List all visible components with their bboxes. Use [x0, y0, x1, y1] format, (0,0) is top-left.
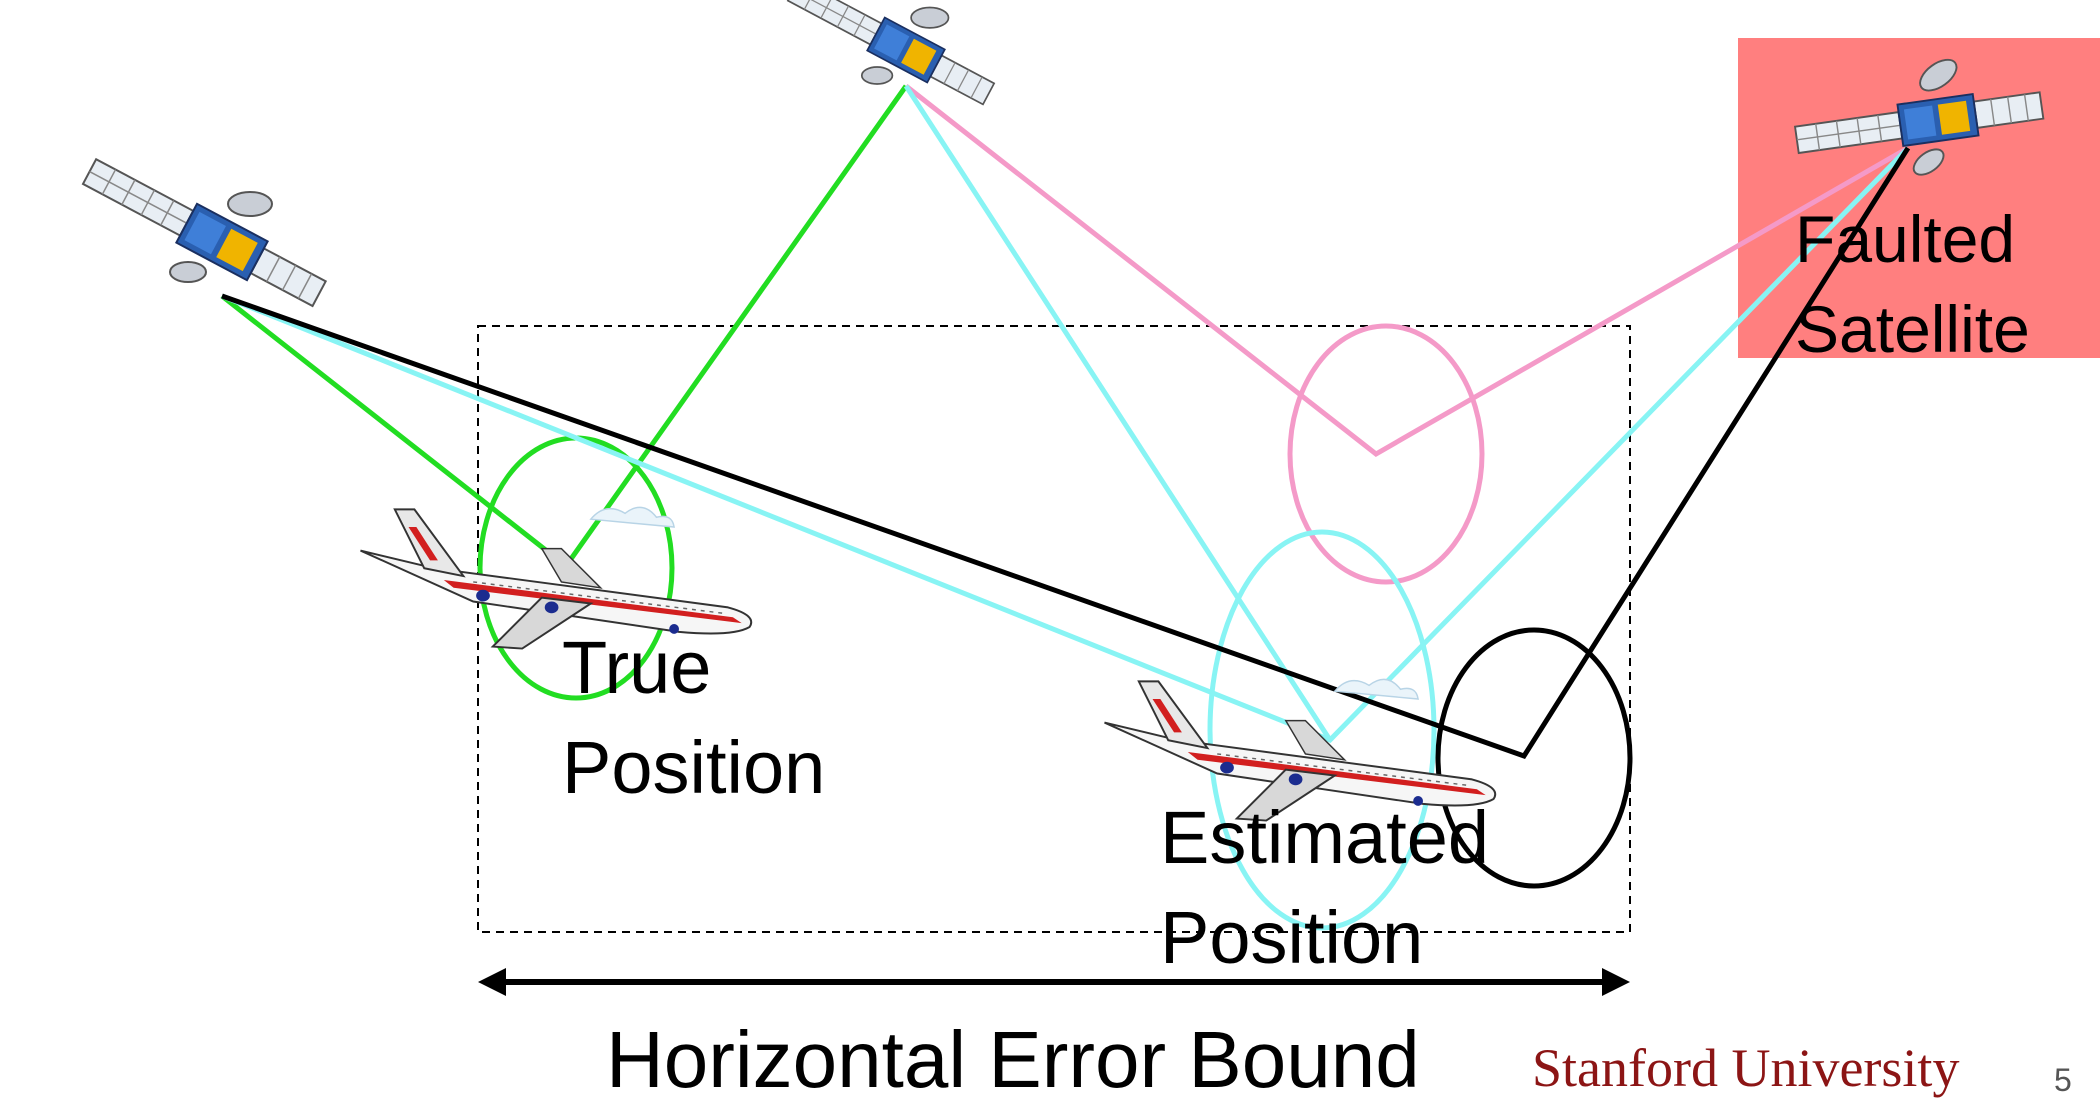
true-position-label: True Position — [562, 618, 825, 818]
page-number: 5 — [2054, 1062, 2072, 1098]
faulted-satellite-label-line-2: Satellite — [1795, 292, 2030, 366]
faulted-satellite-label: Faulted Satellite — [1795, 194, 2030, 374]
estimated-position-label-line-1: Estimated — [1160, 796, 1490, 879]
cyan-signal-line — [221, 146, 1910, 743]
arrow-head-right — [1602, 968, 1630, 996]
stanford-logo: Stanford University — [1532, 1038, 1960, 1098]
pink-range-ellipse — [1287, 323, 1485, 585]
black-range-ellipse — [1435, 627, 1633, 889]
satellite-icon — [78, 151, 331, 315]
arrow-head-left — [478, 968, 506, 996]
pink-signal-line — [904, 84, 1910, 458]
estimated-position-label-line-2: Position — [1160, 896, 1424, 979]
satellite-icon — [783, 0, 999, 112]
horizontal-error-bound-label: Horizontal Error Bound — [606, 1015, 1420, 1104]
true-position-label-line-2: Position — [562, 726, 826, 809]
cyan-range-ellipse — [1207, 529, 1437, 931]
error-region-box — [477, 325, 1631, 933]
estimated-position-label: Estimated Position — [1160, 788, 1489, 988]
faulted-satellite-label-line-1: Faulted — [1795, 202, 2016, 276]
true-position-label-line-1: True — [562, 626, 712, 709]
black-signal-line — [221, 146, 1911, 760]
cyan-signal-line-2 — [903, 84, 1333, 742]
